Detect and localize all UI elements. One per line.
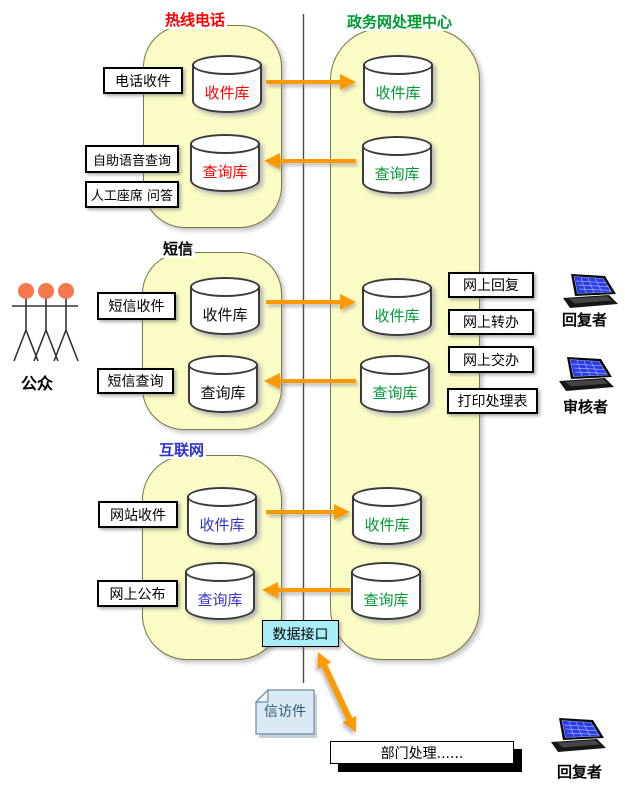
online-forward-box: 网上转办 xyxy=(448,309,534,335)
hotline-query-db-cylinder: 查询库 xyxy=(190,134,260,192)
double-arrow-interface-department-icon xyxy=(317,652,357,733)
auditor-label: 审核者 xyxy=(563,398,609,416)
print-sheet-box: 打印处理表 xyxy=(447,388,538,414)
petition-document-label: 信访件 xyxy=(264,704,306,720)
laptop-auditor-icon xyxy=(558,356,615,392)
internet-query-db-cylinder: 查询库 xyxy=(185,562,255,620)
phone-receive-box: 电话收件 xyxy=(103,67,183,94)
online-reply-box: 网上回复 xyxy=(448,272,534,298)
sms-inbox-db-cylinder: 收件库 xyxy=(190,277,260,335)
sms-query-db-cylinder: 查询库 xyxy=(188,355,258,413)
center-internet-query-db-cylinder: 查询库 xyxy=(351,562,421,620)
voice-query-box: 自助语音查询 xyxy=(85,145,179,173)
replier-label: 回复者 xyxy=(562,311,608,329)
sms-query-db-label: 查询库 xyxy=(200,384,246,402)
sms-inbox-db-label: 收件库 xyxy=(202,306,248,324)
center-internet-inbox-db-cylinder: 收件库 xyxy=(352,487,422,545)
internet-inbox-db-cylinder: 收件库 xyxy=(187,487,257,545)
people-group-icon xyxy=(12,283,79,362)
center-hotline-query-db-cylinder: 查询库 xyxy=(362,136,432,194)
gov-center-title: 政务网处理中心 xyxy=(345,13,455,31)
gov-center-panel xyxy=(330,28,480,660)
center-internet-inbox-db-label: 收件库 xyxy=(364,516,410,534)
hotline-section-title: 热线电话 xyxy=(163,11,228,29)
center-hotline-query-db-label: 查询库 xyxy=(374,165,420,183)
hotline-query-db-label: 查询库 xyxy=(202,163,248,181)
department-processing-box: 部门处理...... xyxy=(330,741,514,764)
center-hotline-inbox-db-cylinder: 收件库 xyxy=(363,55,433,113)
sms-query-box: 短信查询 xyxy=(97,368,174,394)
internet-query-db-label: 查询库 xyxy=(197,591,243,609)
department-replier-label: 回复者 xyxy=(557,763,603,781)
internet-inbox-db-label: 收件库 xyxy=(199,516,245,534)
online-assign-box: 网上交办 xyxy=(448,346,534,373)
laptop-department-replier-icon xyxy=(550,717,607,753)
center-sms-query-db-cylinder: 查询库 xyxy=(360,355,430,413)
online-publish-box: 网上公布 xyxy=(97,580,178,607)
internet-section-title: 互联网 xyxy=(157,441,207,459)
center-hotline-inbox-db-label: 收件库 xyxy=(375,84,421,102)
website-receive-box: 网站收件 xyxy=(98,501,178,528)
public-label: 公众 xyxy=(21,374,54,393)
center-internet-query-db-label: 查询库 xyxy=(363,591,409,609)
sms-receive-box: 短信收件 xyxy=(97,292,176,320)
hotline-inbox-db-label: 收件库 xyxy=(204,84,250,102)
center-sms-inbox-db-cylinder: 收件库 xyxy=(362,278,432,336)
laptop-replier-icon xyxy=(562,273,619,309)
data-interface-box: 数据接口 xyxy=(262,620,339,647)
hotline-inbox-db-cylinder: 收件库 xyxy=(192,55,262,113)
agent-qa-box: 人工座席 问答 xyxy=(85,181,179,208)
internet-section-panel xyxy=(142,455,282,660)
sms-section-title: 短信 xyxy=(161,240,196,258)
center-sms-query-db-label: 查询库 xyxy=(372,384,418,402)
center-sms-inbox-db-label: 收件库 xyxy=(374,307,420,325)
